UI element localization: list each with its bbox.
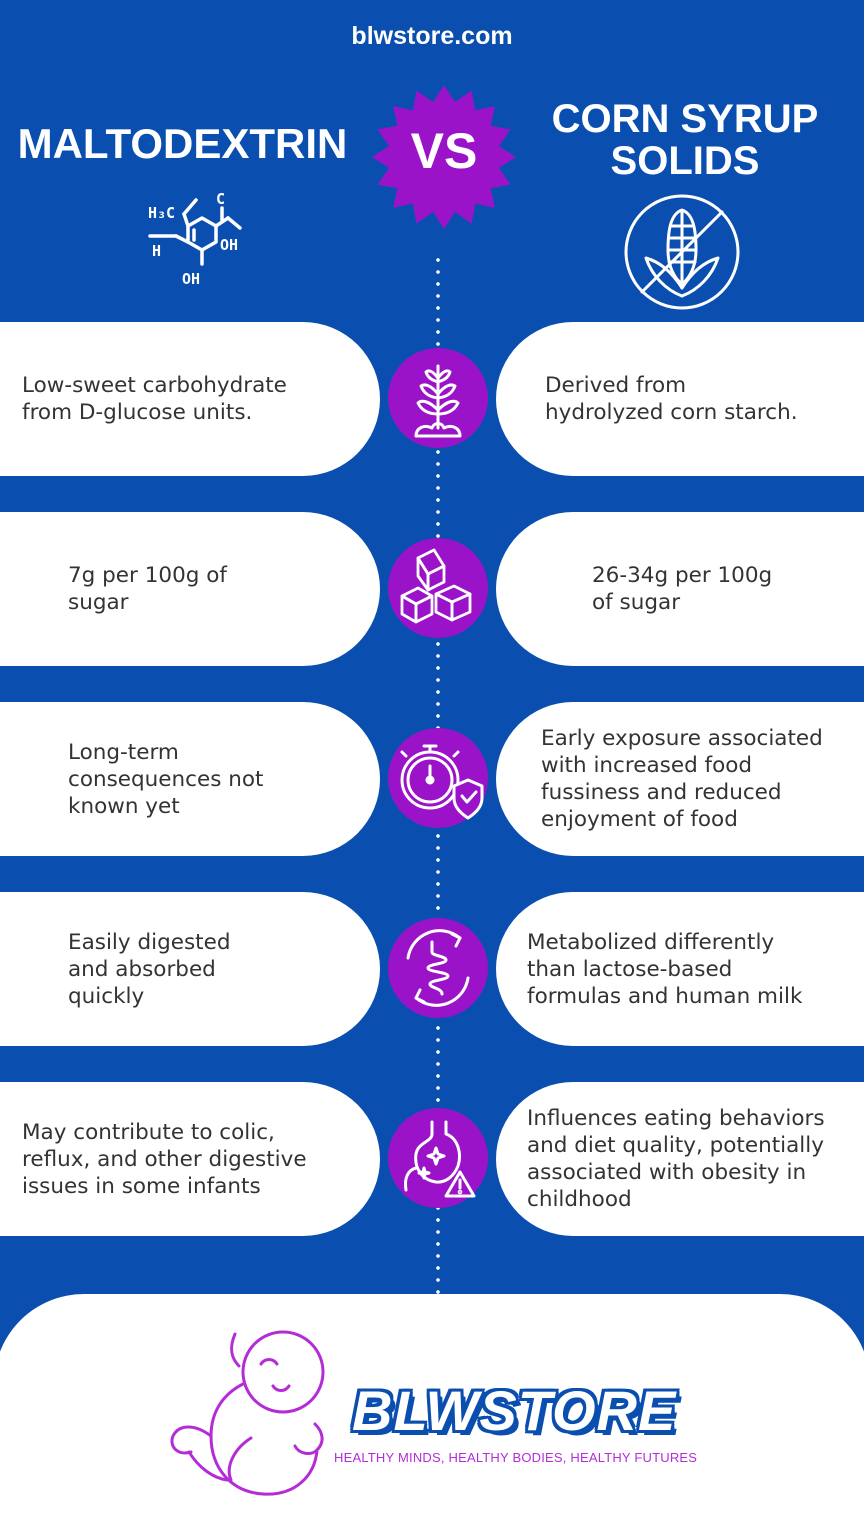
stopwatch-shield-icon — [400, 744, 484, 820]
starburst-badge-icon — [372, 85, 516, 229]
sugar-cubes-icon — [400, 548, 472, 624]
right-text-3: Early exposure associated with increased… — [541, 726, 823, 832]
row-5-icon-circle — [388, 1108, 488, 1208]
baby-logo-icon — [170, 1330, 325, 1496]
left-card-4: Easily digested and absorbed quickly — [0, 892, 380, 1046]
digestion-cycle-icon — [406, 929, 470, 1007]
left-card-2: 7g per 100g of sugar — [0, 512, 380, 666]
right-text-1: Derived from hydrolyzed corn starch. — [545, 373, 798, 425]
left-card-3: Long-term consequences not known yet — [0, 702, 380, 856]
left-text-4: Easily digested and absorbed quickly — [68, 929, 231, 1009]
right-card-2: 26-34g per 100g of sugar — [496, 512, 864, 666]
maltodextrin-title: MALTODEXTRIN — [17, 120, 348, 167]
oh-bottom-label: OH — [182, 270, 200, 288]
right-card-5: Influences eating behaviors and diet qua… — [496, 1082, 864, 1236]
left-card-5: May contribute to colic, reflux, and oth… — [0, 1082, 380, 1236]
row-3-icon-circle — [388, 728, 488, 828]
h3c-label: H₃C — [148, 204, 175, 222]
right-text-4: Metabolized differently than lactose-bas… — [527, 929, 803, 1009]
blwstore-brand: BLWSTORE — [352, 1379, 677, 1442]
site-url[interactable]: blwstore.com — [351, 22, 513, 50]
right-text-2: 26-34g per 100g of sugar — [592, 563, 773, 615]
footer-panel — [0, 1294, 864, 1536]
row-2-icon-circle — [388, 538, 488, 638]
left-text-3: Long-term consequences not known yet — [68, 739, 264, 819]
molecule-structure-icon: H₃C C H OH OH — [148, 190, 242, 288]
right-card-1: Derived from hydrolyzed corn starch. — [496, 322, 864, 476]
brand-tagline: HEALTHY MINDS, HEALTHY BODIES, HEALTHY F… — [334, 1450, 698, 1465]
vs-label: VS — [410, 123, 478, 179]
h-label: H — [152, 242, 161, 260]
plant-sprout-icon — [414, 364, 462, 438]
stomach-warning-icon — [404, 1120, 476, 1198]
row-1-icon-circle — [388, 348, 488, 448]
right-text-5: Influences eating behaviors and diet qua… — [527, 1106, 825, 1212]
corn-syrup-solids-title: CORN SYRUP SOLIDS — [551, 97, 819, 183]
c-label: C — [216, 190, 225, 208]
left-text-1: Low-sweet carbohydrate from D-glucose un… — [22, 373, 287, 425]
right-card-3: Early exposure associated with increased… — [496, 702, 864, 856]
oh-right-label: OH — [220, 236, 238, 254]
right-card-4: Metabolized differently than lactose-bas… — [496, 892, 864, 1046]
row-4-icon-circle — [388, 918, 488, 1018]
left-text-5: May contribute to colic, reflux, and oth… — [22, 1119, 307, 1199]
no-corn-icon — [624, 194, 740, 310]
left-card-1: Low-sweet carbohydrate from D-glucose un… — [0, 322, 380, 476]
left-text-2: 7g per 100g of sugar — [68, 563, 227, 615]
